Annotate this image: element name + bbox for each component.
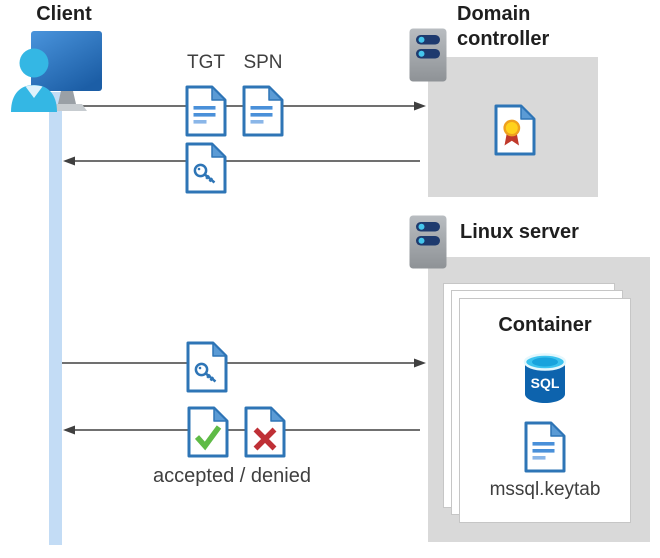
cross-icon: [253, 427, 277, 451]
spn-document-icon: [242, 85, 284, 137]
denied-document-icon: [244, 406, 286, 458]
tgt-document-icon: [185, 85, 227, 137]
linux-server-icon: [409, 215, 447, 269]
service-ticket-key-document-icon: [185, 142, 227, 194]
domain-controller-title: Domain controller: [457, 3, 550, 50]
certificate-icon: [494, 104, 536, 156]
container-card: Container SQL mssql.keytab: [459, 298, 631, 523]
client-lifeline: [49, 92, 62, 545]
accepted-document-icon: [187, 406, 229, 458]
sql-database-icon: SQL: [523, 353, 567, 403]
client-computer-icon: [11, 31, 102, 112]
container-title: Container: [498, 314, 592, 336]
person-icon: [19, 48, 49, 78]
keytab-label: mssql.keytab: [489, 479, 601, 500]
linux-server-title: Linux server: [460, 221, 579, 243]
arrow-dc-to-client: [63, 156, 420, 166]
check-icon: [194, 425, 222, 451]
domain-controller-server-icon: [409, 28, 447, 82]
sql-icon-label: SQL: [531, 375, 560, 391]
client-title: Client: [36, 3, 92, 25]
service-ticket-key-document-icon-2: [186, 341, 228, 393]
spn-label: SPN: [243, 52, 283, 73]
tgt-label: TGT: [187, 52, 225, 73]
arrow-client-to-linux: [62, 358, 426, 368]
keytab-document-icon: [524, 421, 566, 473]
accepted-denied-label: accepted / denied: [153, 465, 311, 487]
